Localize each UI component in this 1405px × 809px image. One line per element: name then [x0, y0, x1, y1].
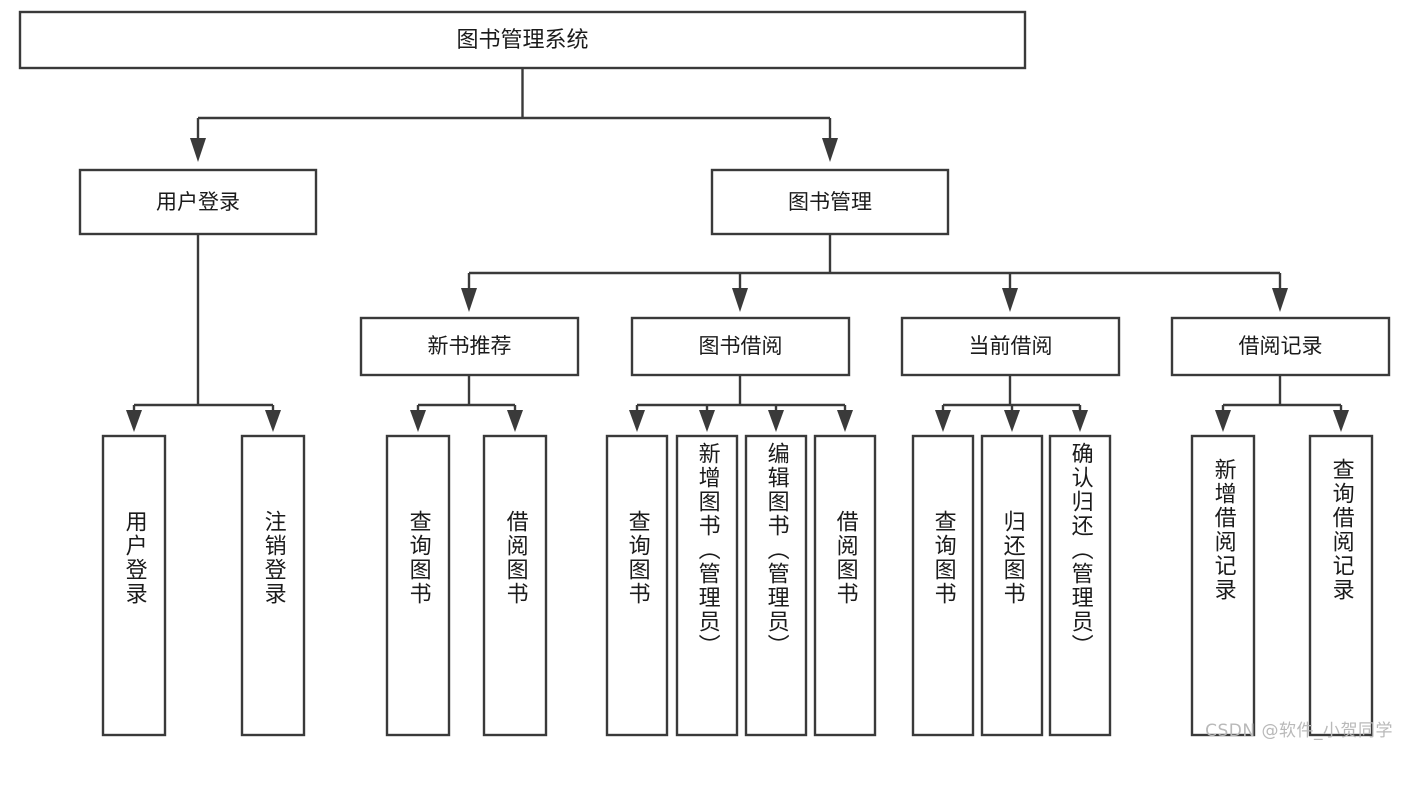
node-box-leaf-borrow-book-1[interactable] — [482, 434, 548, 737]
node-box-leaf-query-book-2[interactable] — [605, 434, 669, 737]
arrow-head-icon — [1333, 410, 1349, 432]
node-box-user-login[interactable] — [78, 168, 318, 236]
node-box-book-borrow[interactable] — [630, 316, 851, 377]
connector-group-root — [190, 68, 838, 162]
connector-group-borrow — [629, 375, 853, 432]
node-box-leaf-query-book-3[interactable] — [911, 434, 975, 737]
arrow-head-icon — [461, 288, 477, 312]
arrow-head-icon — [629, 410, 645, 432]
arrow-head-icon — [837, 410, 853, 432]
node-label-borrow-record: 借阅记录 — [1239, 334, 1323, 358]
node-box-current-borrow[interactable] — [900, 316, 1121, 377]
node-box-leaf-user-login[interactable] — [101, 434, 167, 737]
arrow-head-icon — [1002, 288, 1018, 312]
node-box-leaf-return-book[interactable] — [980, 434, 1044, 737]
node-box-leaf-borrow-book-2[interactable] — [813, 434, 877, 737]
arrow-head-icon — [822, 138, 838, 162]
arrow-head-icon — [1272, 288, 1288, 312]
arrow-head-icon — [935, 410, 951, 432]
node-label-current-borrow: 当前借阅 — [969, 334, 1053, 358]
node-box-leaf-add-book[interactable] — [675, 434, 739, 737]
connector-group-bookmgmt — [461, 234, 1288, 312]
node-label-book-management: 图书管理 — [788, 190, 872, 214]
node-label-user-login: 用户登录 — [156, 190, 240, 214]
arrow-head-icon — [1004, 410, 1020, 432]
node-box-leaf-query-book-1[interactable] — [385, 434, 451, 737]
connector-group-current — [935, 375, 1088, 432]
node-box-book-management[interactable] — [710, 168, 950, 236]
node-box-borrow-record[interactable] — [1170, 316, 1391, 377]
node-book-management[interactable]: 图书管理 — [710, 168, 950, 236]
arrow-head-icon — [1215, 410, 1231, 432]
arrow-head-icon — [1072, 410, 1088, 432]
node-book-borrow[interactable]: 图书借阅 — [630, 316, 851, 377]
arrow-head-icon — [507, 410, 523, 432]
arrow-head-icon — [699, 410, 715, 432]
node-label-book-borrow: 图书借阅 — [699, 334, 783, 358]
arrow-head-icon — [190, 138, 206, 162]
arrow-head-icon — [732, 288, 748, 312]
node-box-new-book-recommend[interactable] — [359, 316, 580, 377]
node-label-new-book-recommend: 新书推荐 — [428, 334, 512, 358]
flowchart-canvas: 图书管理系统 用户登录 图书管理 新书推荐 图书借阅 当前借阅 借阅记录 — [18, 10, 1391, 737]
arrow-head-icon — [410, 410, 426, 432]
node-box-leaf-add-record[interactable] — [1190, 434, 1256, 737]
arrow-head-icon — [126, 410, 142, 432]
node-box-root[interactable] — [18, 10, 1027, 70]
node-new-book-recommend[interactable]: 新书推荐 — [359, 316, 580, 377]
connector-group-record — [1215, 375, 1349, 432]
node-borrow-record[interactable]: 借阅记录 — [1170, 316, 1391, 377]
node-box-leaf-query-record[interactable] — [1308, 434, 1374, 737]
node-user-login[interactable]: 用户登录 — [78, 168, 318, 236]
diagram-root: 图书管理系统 用户登录 图书管理 新书推荐 图书借阅 当前借阅 借阅记录 — [18, 10, 1393, 741]
node-current-borrow[interactable]: 当前借阅 — [900, 316, 1121, 377]
node-box-leaf-edit-book[interactable] — [744, 434, 808, 737]
node-label-root: 图书管理系统 — [456, 28, 588, 53]
watermark-label: CSDN @软件_小贺同学 — [1205, 721, 1393, 741]
node-root[interactable]: 图书管理系统 — [18, 10, 1027, 70]
connector-group-userlogin — [126, 234, 281, 432]
node-box-leaf-logout[interactable] — [240, 434, 306, 737]
node-box-leaf-confirm-return[interactable] — [1048, 434, 1112, 737]
arrow-head-icon — [265, 410, 281, 432]
connector-group-newbook — [410, 375, 523, 432]
arrow-head-icon — [768, 410, 784, 432]
